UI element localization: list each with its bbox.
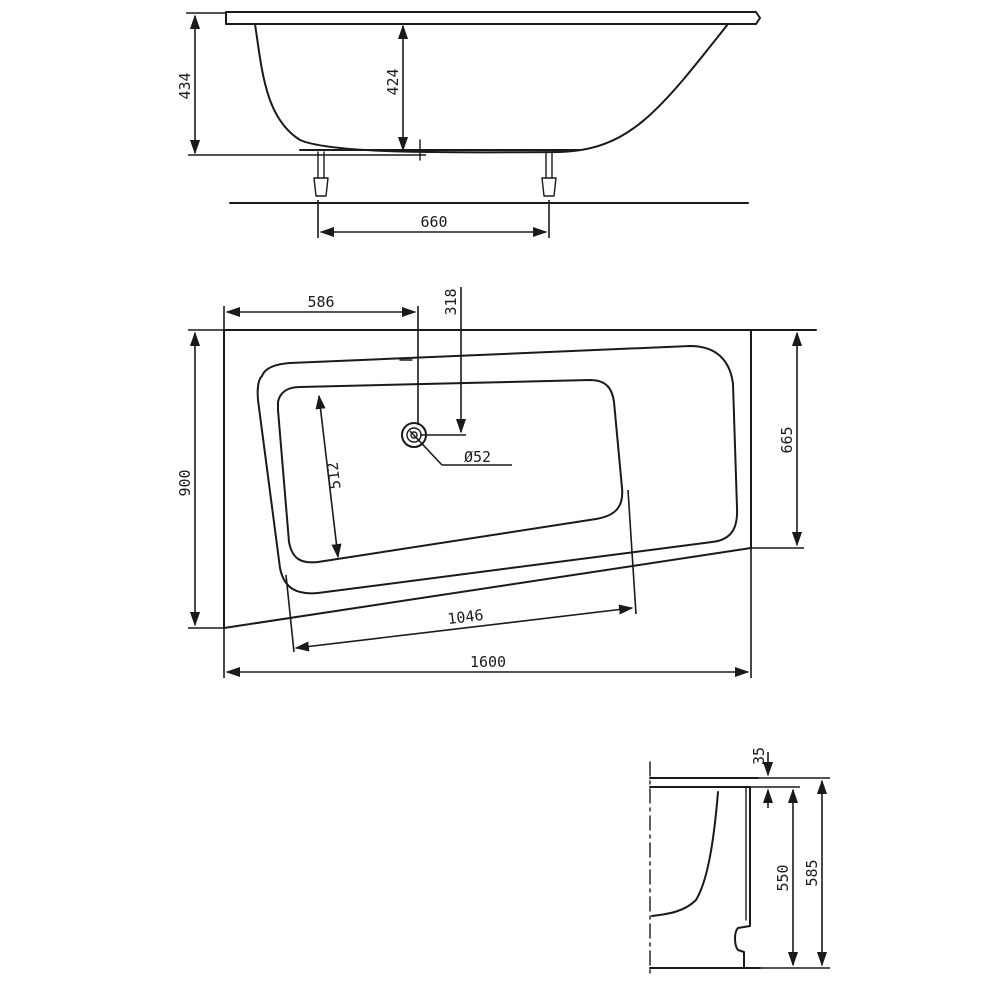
dim-basin-width [315,394,342,559]
rim-outline [256,345,739,595]
dim-total-height-label: 434 [176,72,194,99]
dim-overall-height-label: 585 [803,859,821,886]
section-view: 35 550 585 [649,747,830,979]
dim-drain-offset-y-label: 318 [442,288,460,315]
top-view: Ø52 586 318 512 900 665 1046 1600 [176,287,817,678]
dim-narrow-depth-label: 665 [778,426,796,453]
dim-basin-length-label: 1046 [446,606,484,628]
tub-rim [225,11,761,25]
tub-legs [313,151,557,197]
dim-total-length-label: 1600 [470,653,506,671]
dim-rim-thickness-label: 35 [750,747,768,765]
dim-leg-spacing-label: 660 [420,213,447,231]
dim-basin-width-label: 512 [323,461,344,490]
dim-basin-length [294,604,634,652]
drain-diameter-label: Ø52 [464,448,491,466]
tub-body-profile [254,23,729,154]
dim-drain-offset-x-label: 586 [307,293,334,311]
drain [401,422,512,466]
section-apron [734,786,751,969]
dim-inner-depth-label: 424 [384,68,402,95]
slanted-front-edge [223,547,752,629]
dim-total-depth-label: 900 [176,469,194,496]
side-view: 434 424 660 [176,11,761,238]
section-tub-wall [651,791,719,917]
basin-outline [277,379,624,564]
dim-panel-height-label: 550 [774,864,792,891]
